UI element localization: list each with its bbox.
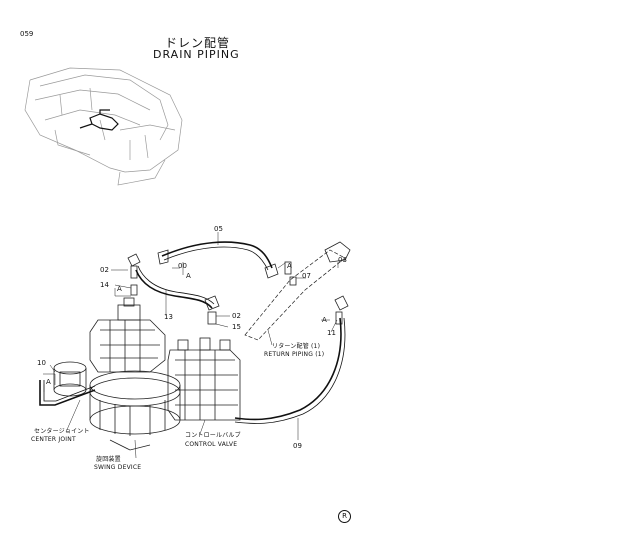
leader-lines [43, 232, 339, 459]
overview-highlight [79, 109, 119, 131]
detail-marker-a: A [186, 272, 191, 280]
center-joint-label-en: CENTER JOINT [31, 436, 76, 443]
callout-02-mid: 02 [232, 312, 241, 320]
callout-05: 05 [214, 225, 223, 233]
callout-02-top: 02 [100, 266, 109, 274]
detail-marker-a: A [287, 262, 292, 270]
hose-lines [39, 241, 346, 424]
callout-07: 07 [302, 272, 311, 280]
callout-09: 09 [293, 442, 302, 450]
page-number: 059 [20, 30, 34, 38]
return-piping-label-en: RETURN PIPING (1) [264, 351, 325, 358]
title-english: DRAIN PIPING [153, 48, 240, 61]
footer-registered-mark: R [338, 510, 351, 523]
assembly-drawing [53, 241, 351, 451]
callout-14: 14 [100, 281, 109, 289]
detail-marker-a: A [322, 316, 327, 324]
callout-15: 15 [232, 323, 241, 331]
swing-device-label-jp: 旋回装置 [96, 456, 121, 463]
return-piping-outline [244, 249, 346, 341]
center-joint-label-jp: センタージョイント [34, 428, 90, 435]
control-valve-label-jp: コントロールバルブ [185, 432, 241, 439]
return-piping-label-jp: リターン配管 (1) [272, 343, 321, 350]
callout-03: 03 [338, 256, 347, 264]
callout-13: 13 [164, 313, 173, 321]
control-valve-label-en: CONTROL VALVE [185, 441, 238, 448]
swing-device-label-en: SWING DEVICE [94, 464, 142, 471]
title-japanese: ドレン配管 [165, 36, 231, 50]
detail-marker-a: A [46, 378, 51, 386]
machine-overview-sketch [24, 67, 183, 186]
callout-00: 00 [178, 262, 187, 270]
detail-marker-a: A [117, 285, 122, 293]
callout-10: 10 [37, 359, 46, 367]
callout-11: 11 [327, 329, 336, 337]
